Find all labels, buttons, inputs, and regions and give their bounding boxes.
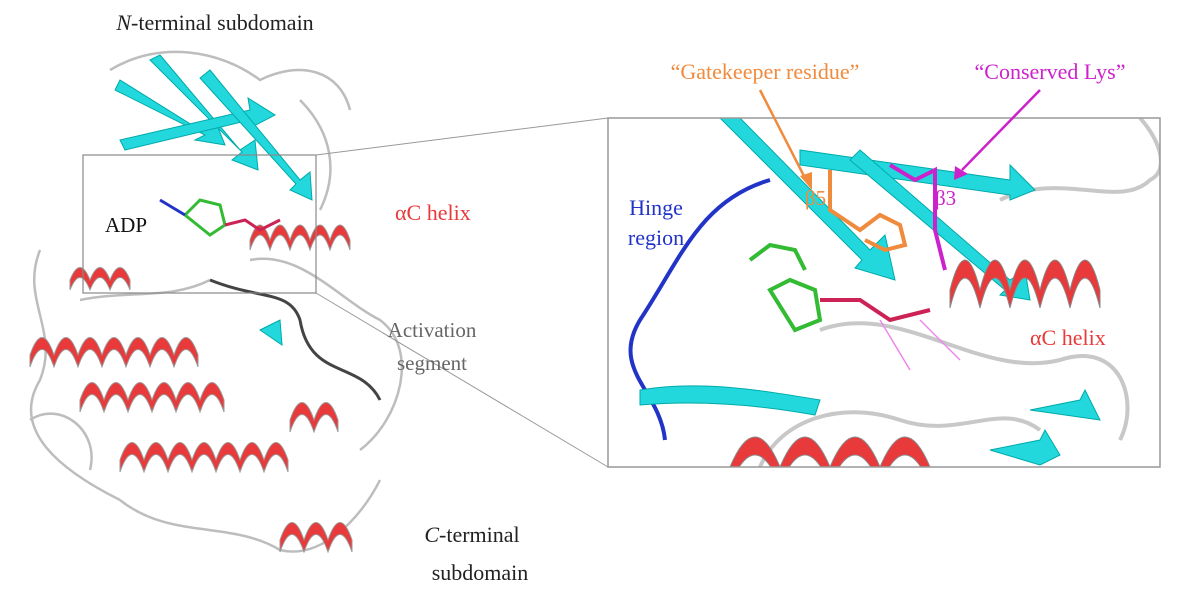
zoom-adp-ligand [748, 242, 961, 371]
c-terminal-label-line1: C-terminal [424, 522, 519, 547]
adp-ligand [159, 198, 281, 237]
activation-segment-label-line2: segment [397, 351, 467, 375]
activation-segment-label-line1: Activation [388, 318, 477, 342]
beta-strands [114, 54, 313, 347]
lys-arrow [961, 89, 1041, 171]
hinge-label-line2: region [628, 225, 684, 250]
zoom-beta-strands [639, 118, 1101, 466]
ac-helix-label-right: αC helix [1030, 325, 1106, 350]
zoom-alpha-helices [729, 259, 1101, 467]
adp-label: ADP [105, 213, 147, 237]
zoom-loops [758, 118, 1160, 467]
lysine-sidechain [888, 163, 947, 271]
ac-helix-label-left: αC helix [395, 200, 471, 225]
conserved-lys-label: “Conserved Lys” [975, 59, 1126, 84]
gatekeeper-label: “Gatekeeper residue” [671, 59, 860, 84]
c-terminal-label-line2: subdomain [432, 560, 529, 585]
beta3-label: β3 [935, 186, 956, 210]
gatekeeper-arrow [758, 89, 808, 181]
activation-segment-loop [209, 278, 382, 401]
inset-box [82, 154, 317, 294]
gatekeeper-sidechain [828, 170, 908, 253]
right-zoom-panel [607, 89, 1161, 468]
callout-arrows [758, 89, 1041, 190]
beta5-label: β5 [805, 186, 826, 210]
zoom-panel-border [607, 117, 1161, 468]
hinge-label-line1: Hinge [629, 195, 683, 220]
left-protein-structure [29, 50, 403, 554]
zoom-connector-lines [315, 117, 609, 468]
n-terminal-label: N-terminal subdomain [115, 10, 313, 35]
alpha-helices [29, 224, 353, 554]
